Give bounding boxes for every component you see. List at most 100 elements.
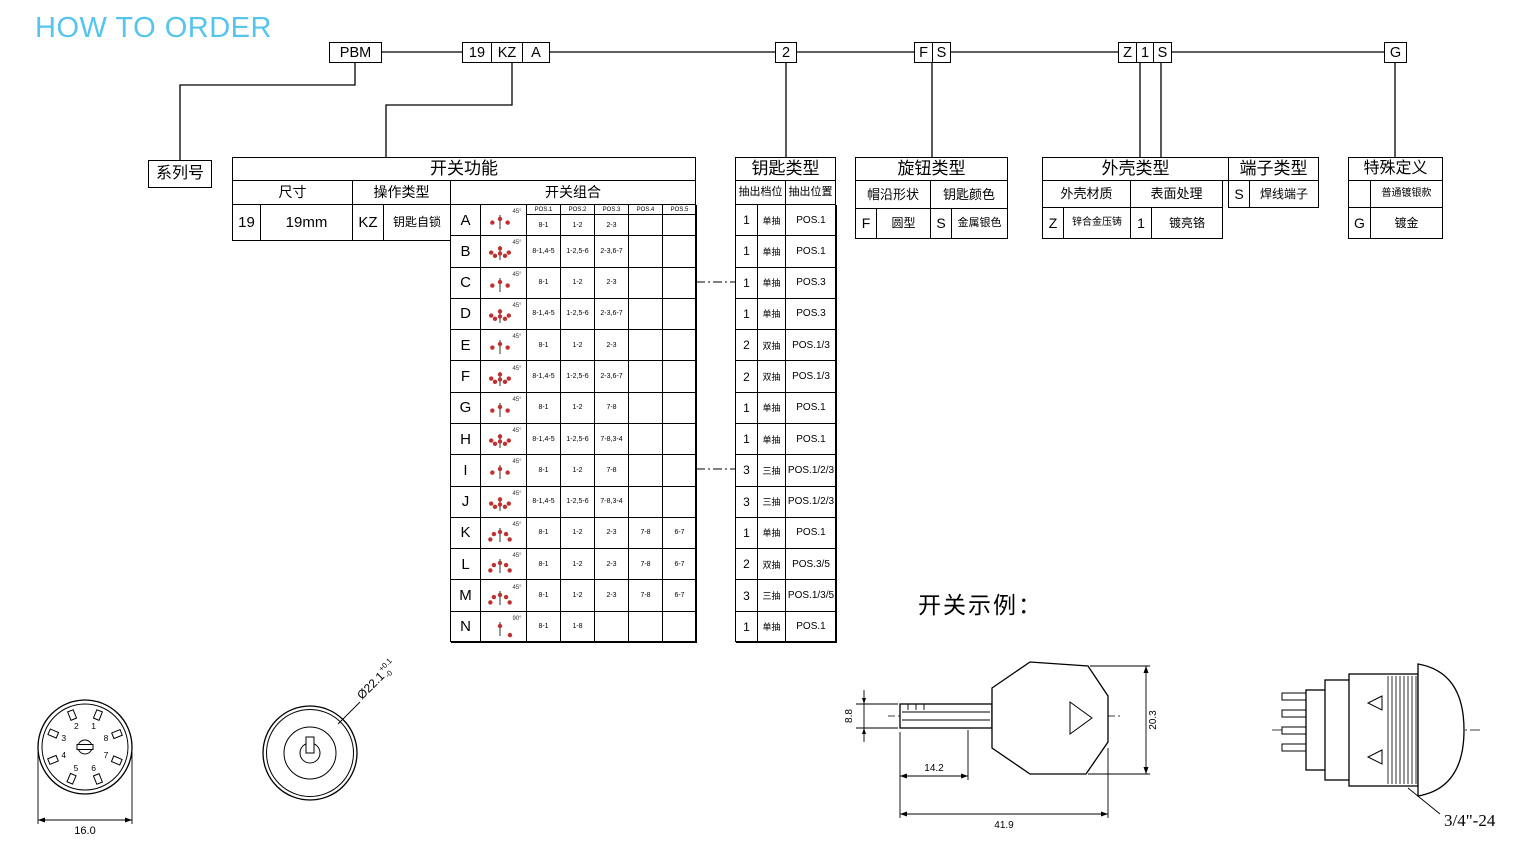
key-row-mode: 单抽	[758, 517, 786, 550]
pos-value: 7-8	[629, 517, 663, 550]
combo-row-diagram: 45°	[481, 298, 527, 331]
pos-value: 7-8,3-4	[595, 486, 629, 518]
position-dot	[492, 441, 497, 447]
position-dot	[492, 316, 497, 322]
series-label-box: 系列号	[148, 160, 212, 188]
marker-triangle-top	[1366, 695, 1383, 711]
switch-example-label: 开关示例：	[918, 592, 1043, 618]
pos-value	[663, 236, 697, 268]
diameter-dim-text: Ø22.1	[354, 669, 387, 702]
pos-value: 2-3,6-7	[595, 236, 629, 268]
angle-label: 45°	[512, 209, 522, 215]
pos-value	[663, 424, 697, 456]
pos-value: 8-1	[527, 215, 561, 237]
position-dot	[497, 376, 502, 382]
pos-value: 8-1	[527, 580, 561, 612]
position-dot	[506, 501, 511, 506]
operation-value-cell: 钥匙自锁	[383, 204, 451, 241]
position-dot	[497, 592, 502, 597]
row-link-dashed-lines	[696, 281, 735, 470]
diameter-leader-line	[337, 701, 361, 725]
position-dot	[492, 379, 497, 384]
svg-text:4: 4	[61, 750, 66, 760]
position-dot	[502, 504, 507, 509]
combo-row-diagram: 45°	[481, 424, 527, 456]
key-pos-header: 抽出位置	[785, 180, 836, 205]
key-row-mode: 单抽	[758, 611, 786, 643]
svg-text:6: 6	[91, 763, 96, 773]
combo-row-letter: L	[451, 549, 481, 581]
key-row-count: 1	[736, 236, 758, 268]
key-row-pos: POS.1/3	[786, 361, 837, 393]
pos-header: POS.2	[561, 205, 595, 215]
combo-row-diagram: 45°	[481, 455, 527, 487]
position-dot	[497, 371, 502, 377]
pos-value: 1-2	[561, 392, 595, 424]
position-dot	[497, 216, 502, 222]
combo-row-letter: H	[451, 424, 481, 456]
pos-value: 1-2,5-6	[561, 424, 595, 456]
switch-position-diagram: 90°	[497, 616, 522, 638]
key-row-pos: POS.3	[786, 298, 837, 331]
page-title: HOW TO ORDER	[35, 12, 272, 44]
code-box-special: G	[1384, 42, 1407, 63]
position-dot	[489, 283, 495, 288]
key-row-mode: 单抽	[758, 267, 786, 299]
position-dot	[497, 497, 502, 502]
position-dot	[502, 441, 507, 447]
combo-row-diagram: 45°	[481, 392, 527, 424]
operation-code-cell: KZ	[352, 204, 384, 241]
size-code-cell: 19	[232, 204, 261, 241]
pos-value	[629, 392, 663, 424]
housing-table-title: 外壳类型	[1042, 157, 1229, 181]
combo-row-diagram: 45°	[481, 267, 527, 299]
knob-shape-value-cell: 圆型	[876, 208, 931, 239]
switch-position-diagram: 45°	[487, 585, 522, 605]
pos-value: 2-3	[595, 517, 629, 550]
key-length-dimension: 41.9	[900, 748, 1109, 831]
position-dot	[497, 404, 502, 410]
terminal-pins	[1281, 692, 1309, 752]
diameter-tol-lower: -0	[383, 668, 394, 679]
combo-row-letter: M	[451, 580, 481, 612]
switch-position-diagram: 45°	[489, 334, 522, 355]
position-dot	[506, 250, 511, 256]
knob-color-value-cell: 金属银色	[951, 208, 1008, 239]
pos-value: 1-2,5-6	[561, 361, 595, 393]
housing-surface-code-cell: 1	[1130, 207, 1152, 239]
code-box-surface: 1	[1136, 42, 1154, 63]
combo-row-diagram: 45°	[481, 517, 527, 550]
key-blade-dimension: 14.2	[899, 730, 969, 818]
angle-label: 45°	[512, 491, 522, 497]
position-dot	[497, 439, 502, 444]
pos-value	[629, 330, 663, 362]
position-dot	[497, 529, 502, 535]
pos-value	[663, 611, 697, 643]
switch-position-diagram: 45°	[488, 428, 522, 449]
key-row-count: 1	[736, 298, 758, 331]
pos-value: 1-2,5-6	[561, 486, 595, 518]
function-operation-header: 操作类型	[352, 180, 451, 205]
position-dot	[487, 568, 493, 573]
angle-label: 45°	[512, 585, 522, 591]
key-row-count: 2	[736, 361, 758, 393]
pos-value	[663, 298, 697, 331]
position-dot	[497, 561, 502, 566]
pos-value: 2-3	[595, 267, 629, 299]
code-box-operation: KZ	[491, 42, 523, 63]
key-row-count: 1	[736, 517, 758, 550]
key-row-count: 3	[736, 455, 758, 487]
pos-value: 8-1	[527, 392, 561, 424]
angle-label: 45°	[512, 272, 522, 278]
position-dot	[497, 246, 502, 252]
key-row-mode: 双抽	[758, 549, 786, 581]
position-dot	[504, 345, 510, 351]
position-dot	[497, 279, 502, 284]
knob-table-title: 旋钮类型	[855, 157, 1008, 181]
key-head-dimension: 20.3	[1088, 665, 1159, 775]
switch-bezel-dome	[1417, 663, 1465, 797]
position-dot	[487, 537, 493, 542]
position-dot	[489, 470, 495, 476]
